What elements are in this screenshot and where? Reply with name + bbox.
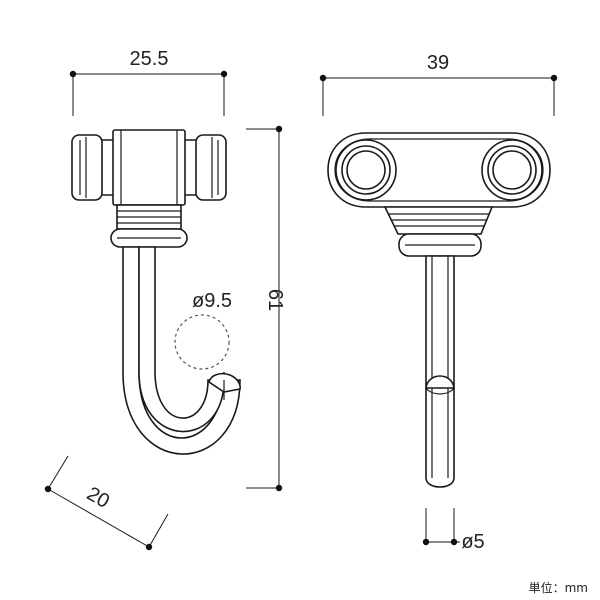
front-view: 25.5 (44, 48, 286, 551)
right-bolt-head (481, 139, 543, 201)
hook (122, 246, 241, 455)
dimension-side-width: 39 (319, 52, 558, 116)
side-rod (425, 255, 455, 488)
center-block (112, 129, 186, 206)
collar-ring (110, 228, 188, 248)
dimension-rod-diameter: ø5 (422, 508, 485, 553)
side-threaded-taper (383, 206, 494, 235)
dimension-front-width: 25.5 (69, 48, 228, 116)
dimension-front-width-label: 25.5 (130, 48, 169, 70)
threaded-neck (116, 204, 182, 230)
dimension-height: 61 (246, 125, 286, 492)
side-collar (398, 233, 482, 257)
side-view: 39 (319, 52, 558, 553)
left-bolt-head (335, 139, 397, 201)
dimension-hook-span: 20 (44, 455, 169, 551)
hook-opening-circle (174, 314, 230, 370)
dimension-height-label: 61 (264, 289, 286, 311)
dimension-rod-diameter-label: ø5 (461, 531, 484, 553)
unit-note: 単位：mm (529, 580, 588, 595)
dimension-hook-span-label: 20 (83, 483, 113, 513)
dimension-hook-diameter-label: ø9.5 (192, 290, 232, 312)
left-knob (71, 134, 118, 201)
dimension-side-width-label: 39 (427, 52, 449, 74)
right-knob (180, 134, 227, 201)
